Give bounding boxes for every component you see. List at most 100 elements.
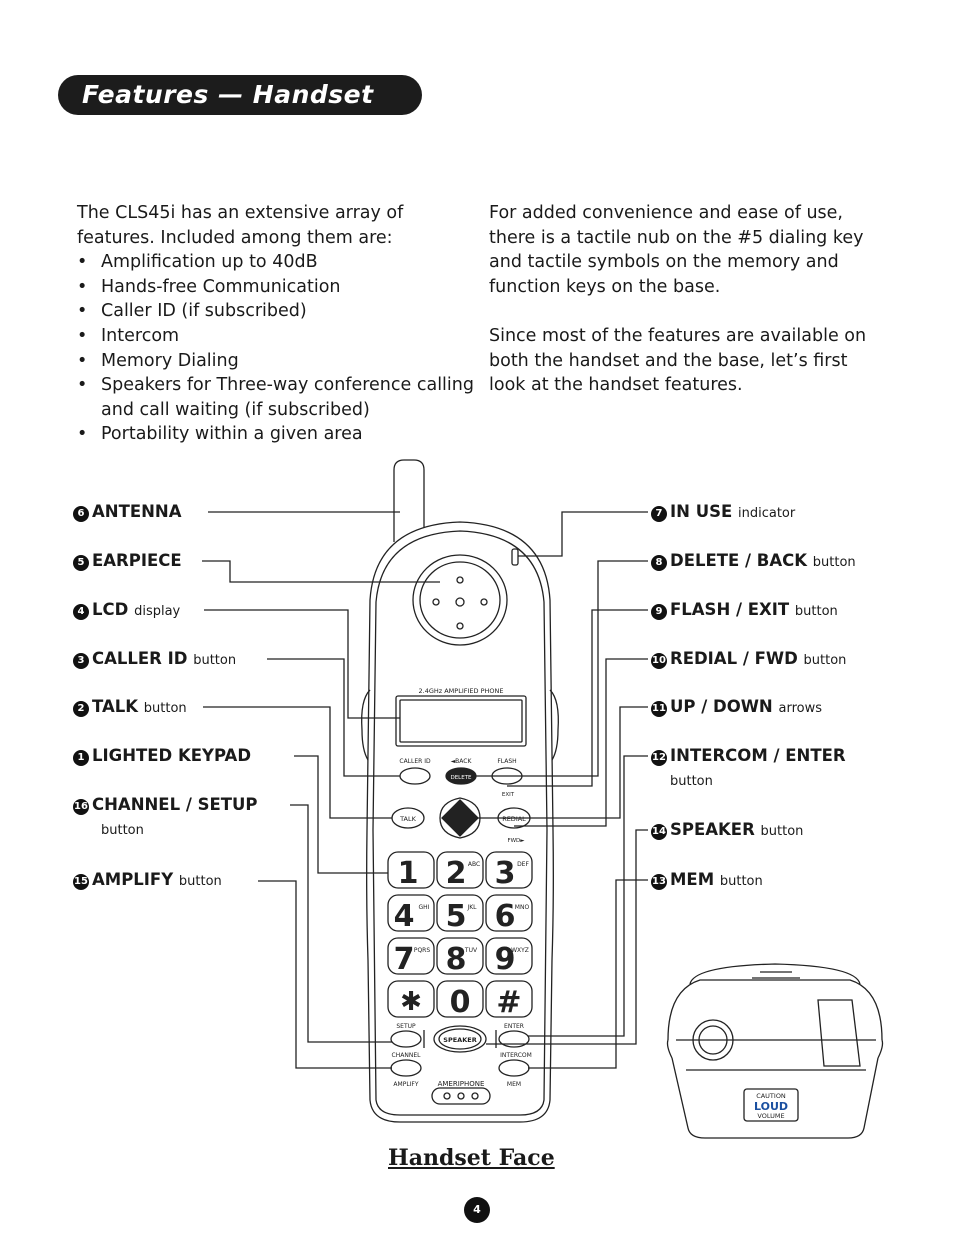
callout-number: 13 — [651, 874, 667, 890]
section-title: Features — Handset — [82, 80, 374, 109]
intercom-label: INTERCOM — [500, 1052, 532, 1059]
key-2-digit: 2 — [446, 856, 467, 891]
callout-label: UP / DOWN — [670, 697, 773, 716]
callout-sub: button — [794, 604, 838, 619]
setup-label: SETUP — [396, 1023, 416, 1030]
feature-list: Amplification up to 40dB Hands-free Comm… — [77, 250, 477, 447]
section-header-pill — [58, 75, 422, 115]
key-3-digit: 3 — [495, 856, 516, 891]
feature-item: Intercom — [77, 324, 477, 349]
callout-label: INTERCOM / ENTER — [670, 746, 846, 765]
callout-number: 8 — [651, 555, 667, 571]
callout-sub: indicator — [738, 506, 796, 521]
lcd-caption: 2.4GHz AMPLIFIED PHONE — [419, 687, 504, 695]
callout-sub: button — [812, 555, 856, 570]
callout-number: 10 — [651, 653, 667, 669]
delete-label: DELETE — [450, 775, 472, 781]
feature-item: Hands-free Communication — [77, 275, 477, 300]
key-3-letters: DEF — [517, 861, 529, 868]
feature-item: Amplification up to 40dB — [77, 250, 477, 275]
callout-label: FLASH / EXIT — [670, 600, 790, 619]
callout-number: 7 — [651, 506, 667, 522]
page-number: 4 — [464, 1197, 490, 1223]
callout-sub: button — [719, 874, 763, 889]
base-label-caution: CAUTION — [756, 1092, 786, 1100]
intro-left-column: The CLS45i has an extensive array of fea… — [77, 201, 477, 447]
base-label-loud: LOUD — [754, 1100, 788, 1113]
key-7-digit: 7 — [394, 942, 415, 977]
callout-number: 12 — [651, 750, 667, 766]
callout-sub: button — [143, 701, 187, 716]
key-6-letters: MNO — [515, 904, 530, 911]
callout-label: EARPIECE — [92, 551, 182, 570]
intro-right-column: For added convenience and ease of use, t… — [489, 201, 889, 398]
redial-label: REDIAL — [502, 815, 526, 823]
callout-sub: arrows — [778, 701, 823, 716]
amplify-label: AMPLIFY — [393, 1081, 418, 1088]
callout-number: 4 — [73, 604, 89, 620]
callout-sub: button — [760, 824, 804, 839]
intro-paragraph-1: For added convenience and ease of use, t… — [489, 203, 864, 297]
callout-sub: button — [670, 774, 713, 789]
callout-number: 11 — [651, 701, 667, 717]
callout-sub: button — [803, 653, 847, 668]
intro-paragraph-2: Since most of the features are available… — [489, 325, 867, 396]
caller-id-label: CALLER ID — [399, 758, 431, 765]
fwd-label: FWD► — [507, 838, 525, 844]
callout-label: SPEAKER — [670, 820, 755, 839]
key-2-letters: ABC — [468, 861, 480, 868]
mem-label: MEM — [507, 1081, 521, 1088]
figure-title: Handset Face — [388, 1145, 555, 1171]
key-9-digit: 9 — [495, 942, 516, 977]
channel-label: CHANNEL — [392, 1052, 422, 1059]
callout-number: 1 — [73, 750, 89, 766]
callout-number: 5 — [73, 555, 89, 571]
feature-item: Caller ID (if subscribed) — [77, 299, 477, 324]
key-6-digit: 6 — [495, 899, 516, 934]
key-hash-digit: # — [496, 985, 521, 1020]
callout-sub: display — [134, 604, 181, 619]
key-8-digit: 8 — [446, 942, 467, 977]
key-4-letters: GHI — [419, 904, 430, 911]
callout-label: IN USE — [670, 502, 733, 521]
callout-number: 16 — [73, 799, 89, 815]
base-label-volume: VOLUME — [757, 1112, 784, 1120]
feature-item: Portability within a given area — [77, 422, 477, 447]
callout-label: REDIAL / FWD — [670, 649, 798, 668]
key-4-digit: 4 — [394, 899, 415, 934]
callout-label: LIGHTED KEYPAD — [92, 746, 252, 765]
callout-label: MEM — [670, 870, 715, 889]
feature-item: Speakers for Three-way conference callin… — [77, 373, 477, 422]
feature-item: Memory Dialing — [77, 349, 477, 374]
key-8-letters: TUV — [464, 947, 478, 954]
back-label: ◄BACK — [451, 758, 473, 765]
callout-number: 2 — [73, 701, 89, 717]
brand-label: AMERIPHONE — [438, 1080, 485, 1088]
exit-label: EXIT — [502, 792, 515, 798]
callout-label: CHANNEL / SETUP — [92, 795, 258, 814]
speaker-label: SPEAKER — [443, 1036, 476, 1044]
key-9-letters: WXYZ — [511, 947, 529, 954]
callout-label: LCD — [92, 600, 129, 619]
key-star-digit: ✱ — [400, 987, 422, 1017]
callout-sub: button — [178, 874, 222, 889]
talk-label: TALK — [399, 815, 417, 823]
callout-label: ANTENNA — [92, 502, 182, 521]
callout-number: 15 — [73, 874, 89, 890]
key-0-digit: 0 — [450, 985, 471, 1020]
flash-label: FLASH — [497, 758, 516, 765]
callout-label: AMPLIFY — [92, 870, 174, 889]
